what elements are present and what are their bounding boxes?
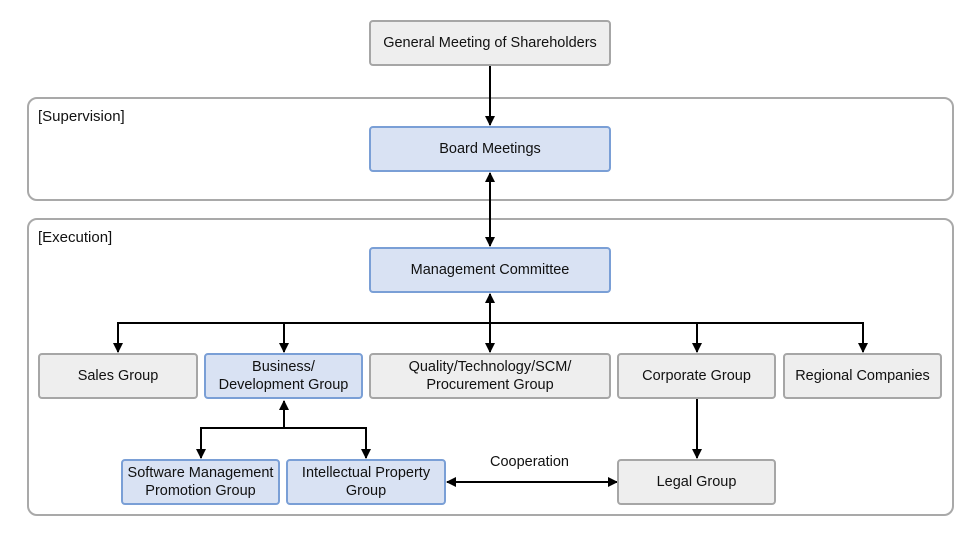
node-software-management-group: Software Management Promotion Group (121, 459, 280, 505)
cooperation-label: Cooperation (490, 454, 569, 470)
execution-label: [Execution] (38, 229, 113, 246)
node-management-committee: Management Committee (369, 247, 611, 293)
node-regional-companies: Regional Companies (783, 353, 942, 399)
node-board-meetings: Board Meetings (369, 126, 611, 172)
node-shareholders: General Meeting of Shareholders (369, 20, 611, 66)
node-corporate-group: Corporate Group (617, 353, 776, 399)
node-business-development-group: Business/ Development Group (204, 353, 363, 399)
node-sales-group: Sales Group (38, 353, 198, 399)
node-quality-procurement-group: Quality/Technology/SCM/ Procurement Grou… (369, 353, 611, 399)
node-legal-group: Legal Group (617, 459, 776, 505)
node-intellectual-property-group: Intellectual Property Group (286, 459, 446, 505)
supervision-label: [Supervision] (38, 108, 125, 125)
